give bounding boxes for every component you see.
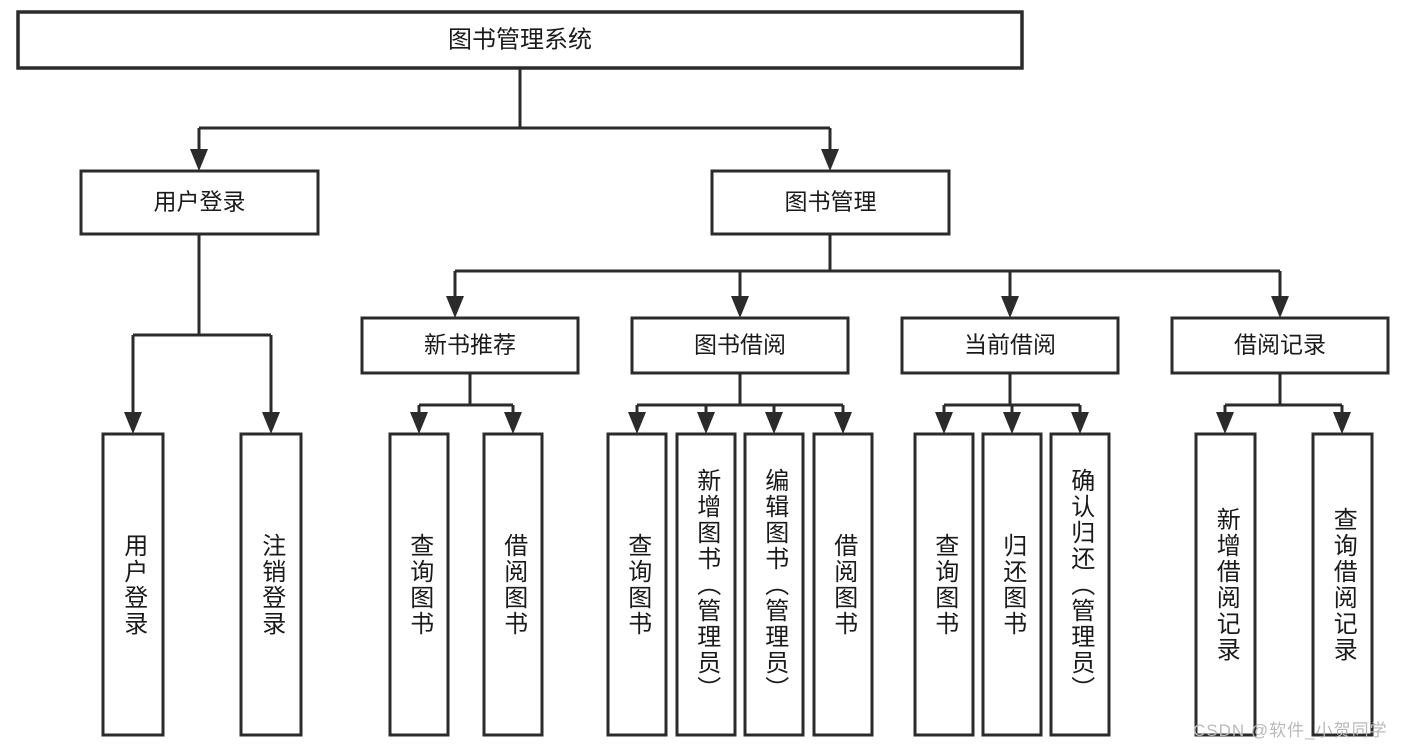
node-leaf-borrow-book-recommend[interactable] xyxy=(482,432,544,737)
node-user-login-label: 用户登录 xyxy=(154,189,246,215)
node-leaf-add-borrow-record[interactable] xyxy=(1194,432,1257,737)
node-leaf-logout-login[interactable] xyxy=(239,432,303,737)
node-borrow-record-label: 借阅记录 xyxy=(1234,332,1326,358)
current-borrow-branch-arrow-0 xyxy=(935,412,953,434)
node-new-book-recommend[interactable] xyxy=(360,316,580,375)
csdn-watermark: CSDN @软件_小贺同学 xyxy=(1193,721,1388,740)
node-leaf-add-book-admin[interactable] xyxy=(675,432,737,737)
book-manage-branch-arrow-2 xyxy=(1001,296,1019,318)
book-manage-branch-arrow-3 xyxy=(1271,296,1289,318)
book-borrow-branch-arrow-1 xyxy=(697,412,715,434)
node-leaf-user-login[interactable] xyxy=(101,432,165,737)
user-login-branch-arrow-1 xyxy=(262,412,280,434)
boxes-layer xyxy=(16,10,1390,737)
user-login-branch-arrow-0 xyxy=(124,412,142,434)
current-borrow-branch-arrow-1 xyxy=(1003,412,1021,434)
node-book-borrow-label: 图书借阅 xyxy=(694,332,786,358)
root-branch-arrow-0 xyxy=(190,149,208,171)
node-new-book-recommend-label: 新书推荐 xyxy=(424,332,516,358)
node-leaf-query-book-recommend[interactable] xyxy=(388,432,450,737)
node-user-login[interactable] xyxy=(79,169,320,236)
root-branch-arrow-1 xyxy=(821,149,839,171)
node-borrow-record[interactable] xyxy=(1170,316,1390,375)
node-current-borrow-label: 当前借阅 xyxy=(964,332,1056,358)
node-leaf-query-borrow-record[interactable] xyxy=(1311,432,1374,737)
node-book-borrow[interactable] xyxy=(630,316,850,375)
node-leaf-edit-book-admin[interactable] xyxy=(743,432,805,737)
node-leaf-confirm-return-admin[interactable] xyxy=(1049,432,1111,737)
node-root-label: 图书管理系统 xyxy=(448,26,592,53)
node-current-borrow[interactable] xyxy=(900,316,1120,375)
node-leaf-borrow-book[interactable] xyxy=(812,432,874,737)
borrow-record-branch-arrow-1 xyxy=(1333,412,1351,434)
node-root[interactable] xyxy=(16,10,1024,70)
node-book-manage-label: 图书管理 xyxy=(785,189,877,215)
borrow-record-branch-arrow-0 xyxy=(1216,412,1234,434)
node-leaf-query-book-borrow[interactable] xyxy=(606,432,668,737)
current-borrow-branch-arrow-2 xyxy=(1071,412,1089,434)
book-borrow-branch-arrow-3 xyxy=(834,412,852,434)
new-book-recommend-branch-arrow-0 xyxy=(410,412,428,434)
edges-layer xyxy=(124,68,1351,434)
node-leaf-query-book-current[interactable] xyxy=(913,432,975,737)
new-book-recommend-branch-arrow-1 xyxy=(504,412,522,434)
book-manage-branch-arrow-0 xyxy=(446,296,464,318)
book-manage-branch-arrow-1 xyxy=(731,296,749,318)
book-borrow-branch-arrow-2 xyxy=(765,412,783,434)
node-leaf-return-book[interactable] xyxy=(981,432,1043,737)
node-book-manage[interactable] xyxy=(710,169,951,236)
book-borrow-branch-arrow-0 xyxy=(628,412,646,434)
